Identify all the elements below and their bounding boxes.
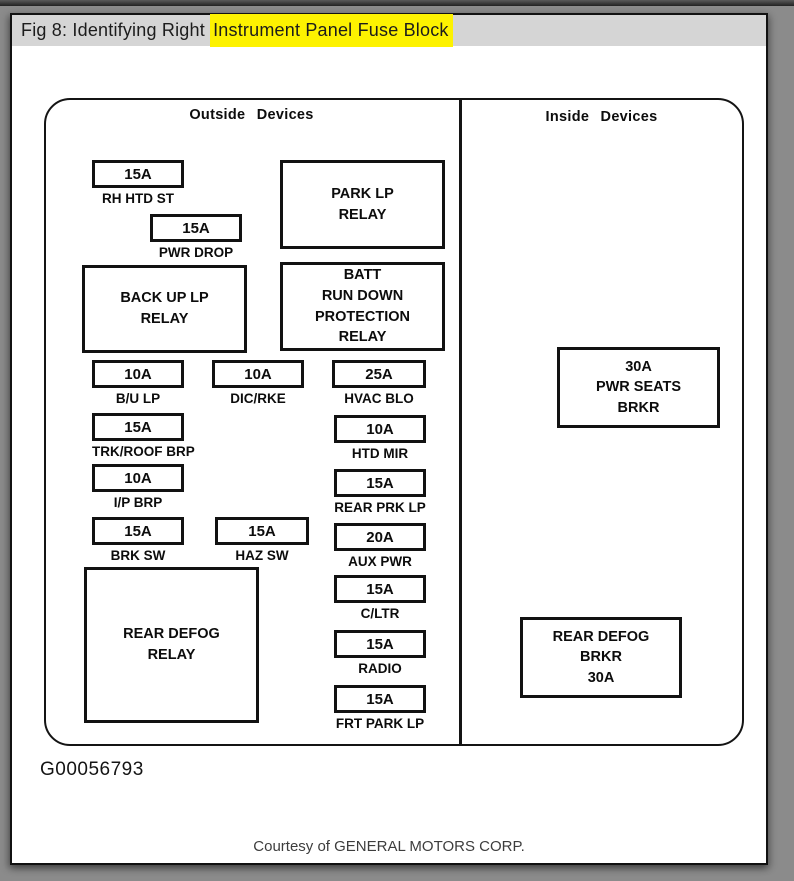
fuse-amp-box: 15A — [334, 630, 426, 658]
relay-park-lp: PARK LP RELAY — [280, 160, 445, 249]
fuse-amp-box: 15A — [215, 517, 309, 545]
window-top-edge — [0, 0, 794, 6]
fuse-haz-sw: 15A HAZ SW — [215, 517, 309, 563]
fuse-label: HAZ SW — [235, 548, 289, 563]
fuse-brk-sw: 15A BRK SW — [92, 517, 184, 563]
fuse-label: FRT PARK LP — [335, 716, 425, 731]
fuse-amp: 10A — [124, 365, 152, 383]
fuse-label: BRK SW — [110, 548, 166, 563]
fuse-amp: 15A — [248, 522, 276, 540]
section-label-inside-devices: Inside Devices — [545, 109, 658, 125]
fuse-label: RH HTD ST — [102, 191, 174, 206]
document-panel: Fig 8: Identifying Right Instrument Pane… — [10, 13, 768, 865]
fuse-htd-mir: 10A HTD MIR — [334, 415, 426, 461]
fuse-ip-brp: 10A I/P BRP — [92, 464, 184, 510]
figure-caption-highlighted-text: Instrument Panel Fuse Block — [210, 14, 453, 47]
fuse-amp: 20A — [366, 528, 394, 546]
fuse-amp-box: 20A — [334, 523, 426, 551]
section-label-outside-devices: Outside Devices — [189, 107, 314, 123]
relay-rear-defog: REAR DEFOG RELAY — [84, 567, 259, 723]
fuse-label: RADIO — [358, 661, 402, 676]
breaker-pwr-seats: 30A PWR SEATS BRKR — [557, 347, 720, 428]
fuse-amp-box: 10A — [334, 415, 426, 443]
fuse-amp: 15A — [124, 165, 152, 183]
fuse-amp: 15A — [124, 522, 152, 540]
fuse-label: DIC/RKE — [230, 391, 286, 406]
fuse-label: TRK/ROOF BRP — [92, 444, 195, 459]
fuse-bu-lp: 10A B/U LP — [92, 360, 184, 406]
fuse-dic-rke: 10A DIC/RKE — [212, 360, 304, 406]
figure-caption-text: Fig 8: Identifying Right — [21, 20, 211, 40]
fuse-label: PWR DROP — [158, 245, 234, 260]
fuse-label: AUX PWR — [348, 554, 412, 569]
fuse-aux-pwr: 20A AUX PWR — [334, 523, 426, 569]
breaker-rear-defog: REAR DEFOG BRKR 30A — [520, 617, 682, 698]
fuse-amp-box: 10A — [92, 464, 184, 492]
figure-id: G00056793 — [40, 759, 144, 780]
fuse-amp: 10A — [124, 469, 152, 487]
fuse-trk-roof-brp: 15A TRK/ROOF BRP — [92, 413, 195, 459]
fuse-label: REAR PRK LP — [334, 500, 426, 515]
fuse-rh-htd-st: 15A RH HTD ST — [92, 160, 184, 206]
fuse-amp-box: 25A — [332, 360, 426, 388]
figure-caption-bar: Fig 8: Identifying Right Instrument Pane… — [12, 14, 766, 47]
fuse-radio: 15A RADIO — [334, 630, 426, 676]
fuse-rear-prk-lp: 15A REAR PRK LP — [334, 469, 426, 515]
fuse-amp: 15A — [366, 635, 394, 653]
fuse-amp: 15A — [182, 219, 210, 237]
fuse-amp-box: 15A — [150, 214, 242, 242]
fuse-amp: 10A — [366, 420, 394, 438]
fuse-amp: 25A — [365, 365, 393, 383]
fuse-label: HVAC BLO — [344, 391, 414, 406]
fuse-label: I/P BRP — [113, 495, 163, 510]
fuse-amp: 15A — [124, 418, 152, 436]
section-divider-line — [459, 100, 462, 744]
fuse-amp-box: 15A — [92, 413, 184, 441]
relay-batt-run-down-protection: BATT RUN DOWN PROTECTION RELAY — [280, 262, 445, 351]
fuse-amp-box: 15A — [334, 685, 426, 713]
fuse-pwr-drop: 15A PWR DROP — [150, 214, 242, 260]
fuse-amp: 10A — [244, 365, 272, 383]
relay-back-up-lp: BACK UP LP RELAY — [82, 265, 247, 353]
fuse-label: B/U LP — [115, 391, 161, 406]
fuse-amp: 15A — [366, 690, 394, 708]
courtesy-line: Courtesy of GENERAL MOTORS CORP. — [253, 838, 525, 855]
fuse-amp-box: 15A — [334, 575, 426, 603]
fuse-amp: 15A — [366, 580, 394, 598]
fuse-label: C/LTR — [360, 606, 400, 621]
fuse-c-ltr: 15A C/LTR — [334, 575, 426, 621]
fuse-amp-box: 15A — [92, 160, 184, 188]
fuse-amp-box: 10A — [212, 360, 304, 388]
fuse-frt-park-lp: 15A FRT PARK LP — [334, 685, 426, 731]
fuse-amp-box: 15A — [92, 517, 184, 545]
fuse-hvac-blo: 25A HVAC BLO — [332, 360, 426, 406]
fuse-amp-box: 15A — [334, 469, 426, 497]
fuse-label: HTD MIR — [351, 446, 409, 461]
fuse-amp: 15A — [366, 474, 394, 492]
fuse-amp-box: 10A — [92, 360, 184, 388]
